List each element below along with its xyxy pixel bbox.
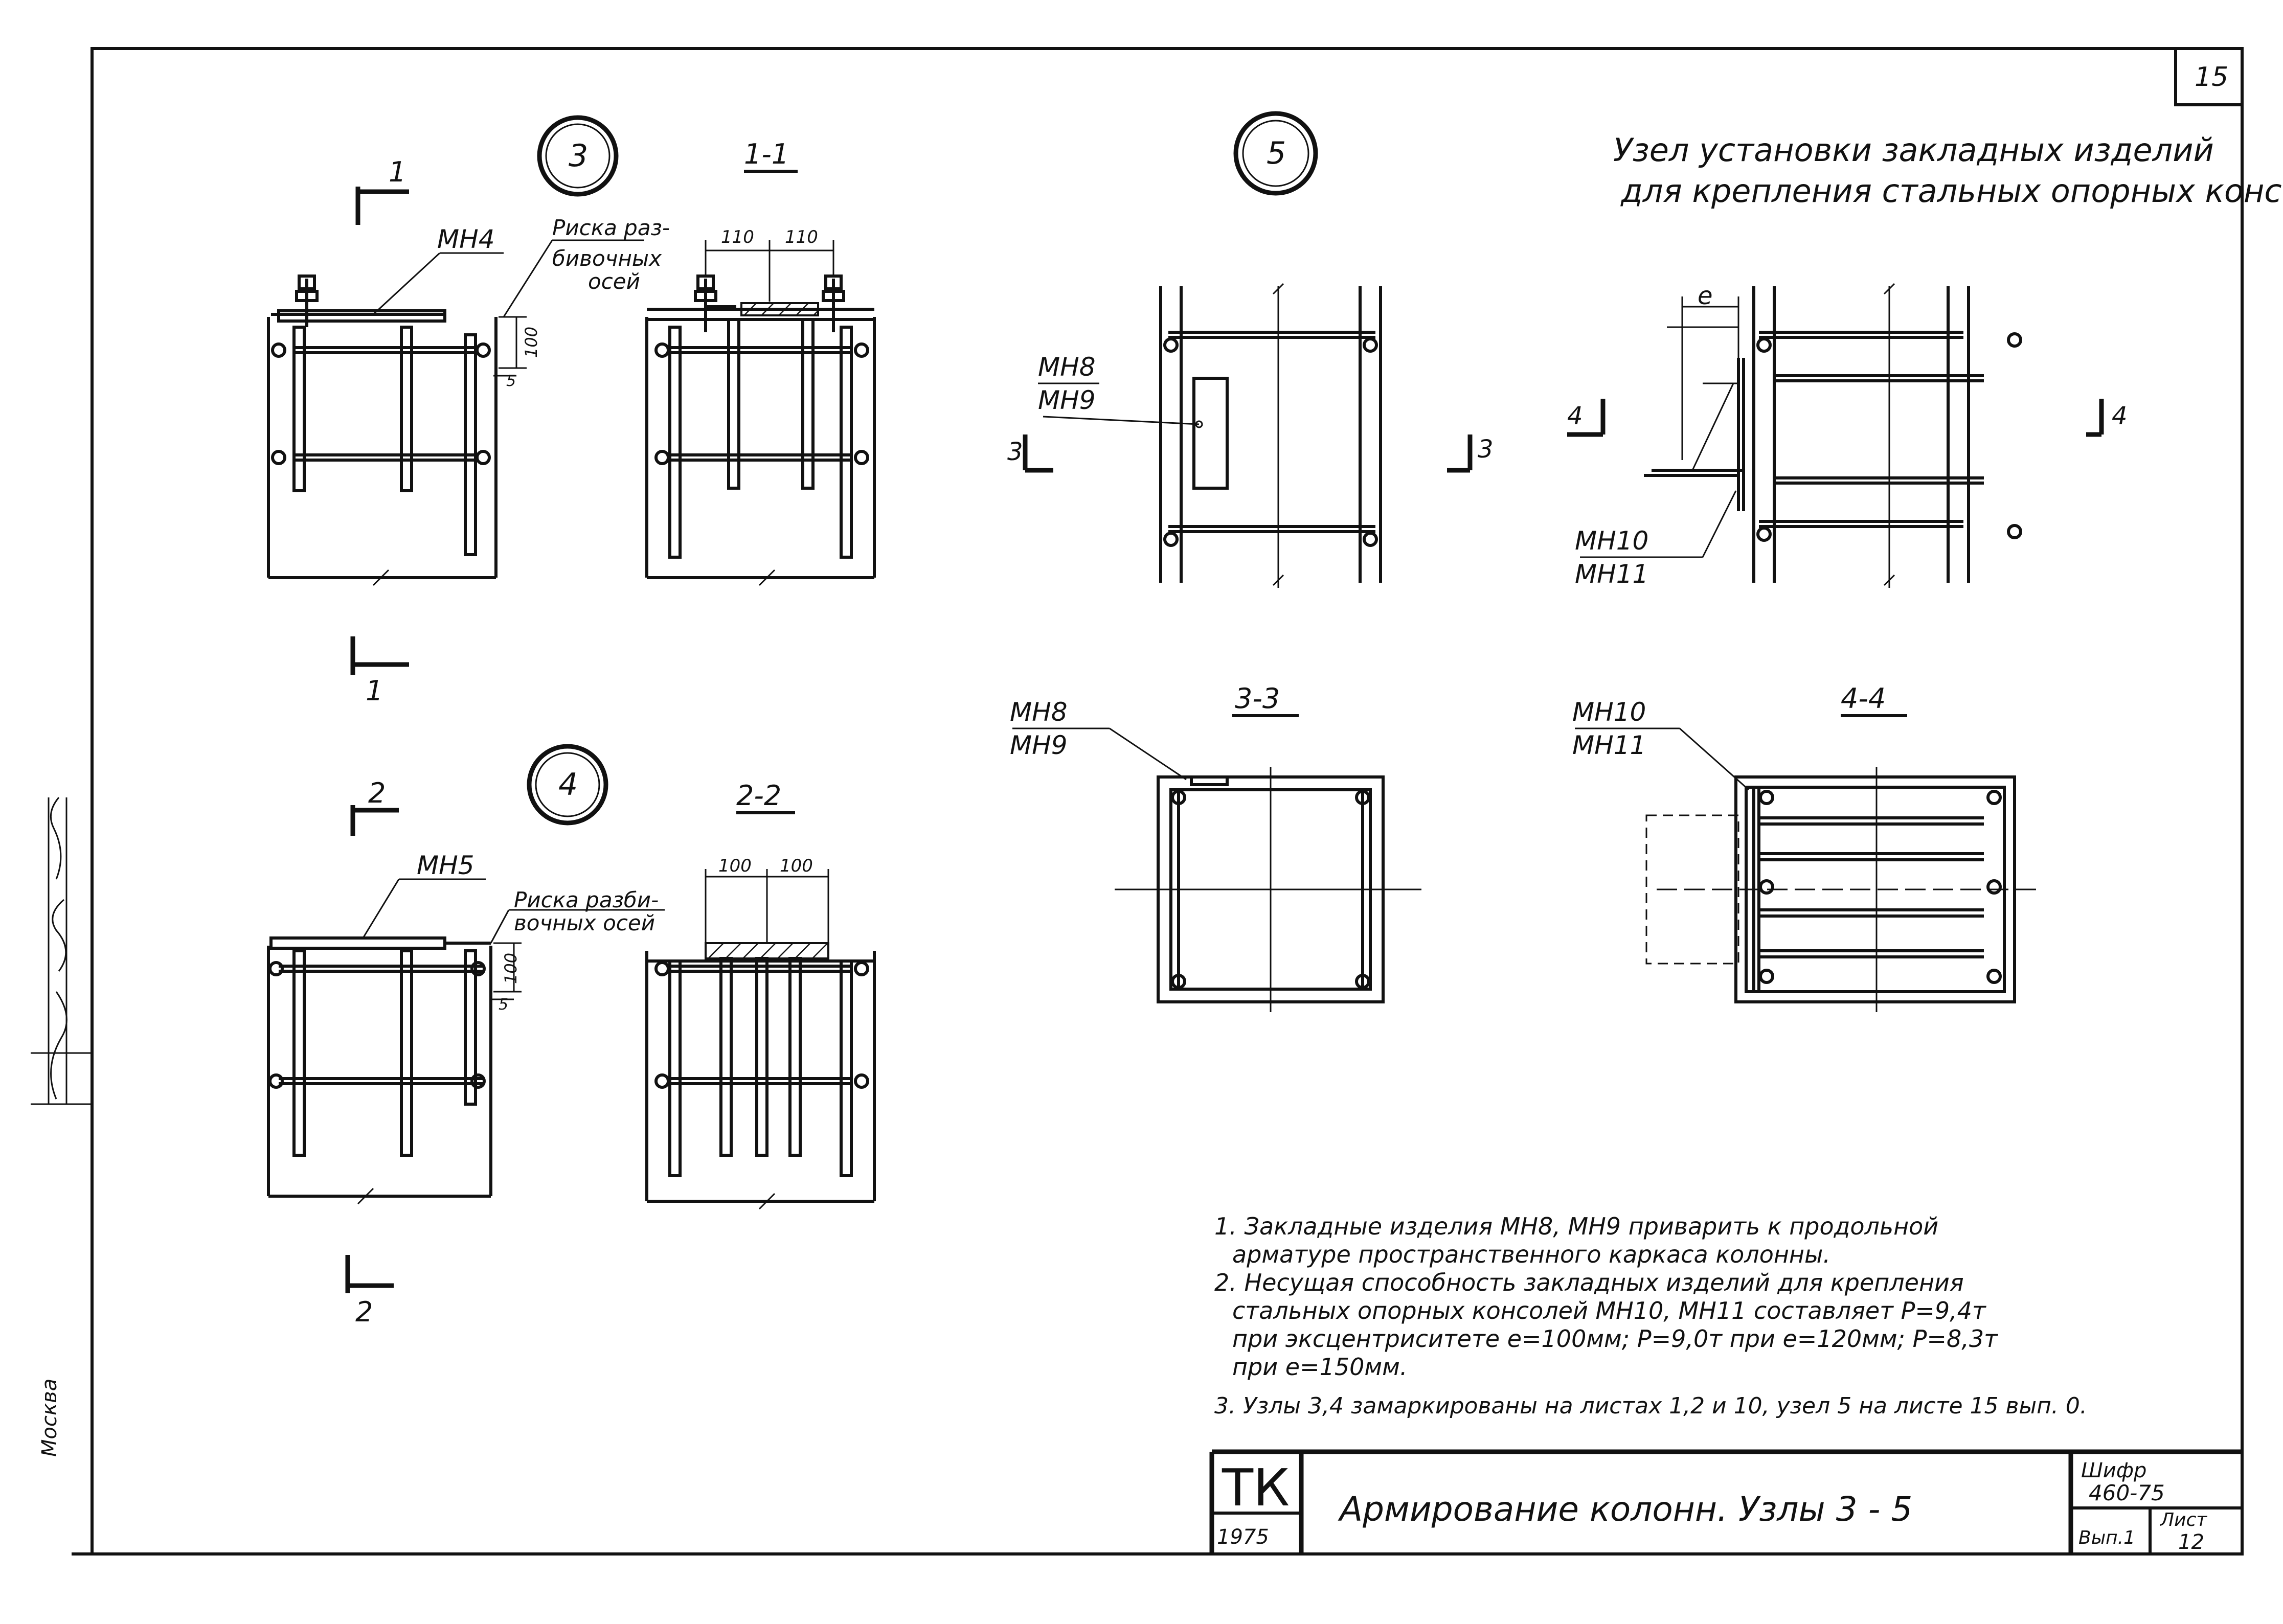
section-1-1-title: 1-1 xyxy=(744,138,789,170)
note-line-7: 3. Узлы 3,4 замаркированы на листах 1,2 … xyxy=(1214,1393,2087,1419)
node-5-mh11-label: МН11 xyxy=(1575,559,1648,589)
note-line-5: при эксцентриситете е=100мм; Р=9,0т при … xyxy=(1232,1325,1998,1353)
section-2-2-dim-a: 100 xyxy=(718,856,752,876)
cut-mark-2-top: 2 xyxy=(350,777,399,836)
node-4-dim-5: 5 xyxy=(499,996,508,1014)
section-1-1-dim-b: 110 xyxy=(785,227,818,247)
node-3-dim-5: 5 xyxy=(506,372,516,390)
node-5-mh9-label: МН9 xyxy=(1038,385,1096,415)
node-3-risk-1: Риска раз- xyxy=(552,215,670,240)
node-5-side-view: e МН10 МН11 4 4 xyxy=(1567,282,2128,589)
node-4-risk-2: вочных осей xyxy=(514,910,655,935)
note-line-6: при е=150мм. xyxy=(1232,1353,1407,1381)
section-4-4: 4-4 МН10 МН11 xyxy=(1572,682,2040,1012)
node-5-front-view: МН8 МН9 3 3 xyxy=(1007,283,1494,588)
node-3-plate-label: МН4 xyxy=(437,224,495,254)
margin-city: Москва xyxy=(38,1379,61,1457)
section-4-4-mh11: МН11 xyxy=(1572,730,1646,760)
node-3-dim-100: 100 xyxy=(522,327,541,358)
svg-text:1: 1 xyxy=(366,675,383,707)
node-5-mh8-label: МН8 xyxy=(1038,352,1096,382)
stamp-code-label: Шифр xyxy=(2081,1459,2146,1482)
stamp-title: Армирование колонн. Узлы 3 - 5 xyxy=(1338,1490,1912,1529)
section-3-3-mh9: МН9 xyxy=(1010,730,1068,760)
note-line-3: 2. Несущая способность закладных изделий… xyxy=(1214,1269,1964,1296)
svg-text:2: 2 xyxy=(355,1296,373,1328)
title-block: ТК 1975 Армирование колонн. Узлы 3 - 5 Ш… xyxy=(1209,1449,2242,1554)
node-4-marker: 4 xyxy=(527,744,608,826)
note-line-4: стальных опорных консолей МН10, МН11 сос… xyxy=(1232,1297,1986,1324)
svg-text:4: 4 xyxy=(1567,402,1583,430)
title-line-2: для крепления стальных опорных консолей xyxy=(1620,172,2283,210)
cut-mark-2-bottom: 2 xyxy=(345,1255,394,1328)
node-5-e-label: e xyxy=(1698,282,1713,310)
sheet-frame: 15 xyxy=(72,47,2244,1556)
stamp-code: 460-75 xyxy=(2089,1480,2165,1505)
section-3-3-title: 3-3 xyxy=(1235,682,1280,715)
notes-block: 1. Закладные изделия МН8, МН9 приварить … xyxy=(1214,1213,2087,1419)
section-1-1: 1-1 110 110 xyxy=(645,138,876,586)
node-5-marker: 5 xyxy=(1233,111,1318,196)
svg-text:5: 5 xyxy=(1267,135,1286,171)
cut-mark-1-bottom: 1 xyxy=(350,636,409,707)
stamp-year: 1975 xyxy=(1217,1525,1269,1549)
cut-mark-1-top: 1 xyxy=(355,156,409,225)
node-3-marker: 3 xyxy=(537,115,619,197)
svg-text:3: 3 xyxy=(1007,438,1023,466)
node-4-dim-100: 100 xyxy=(501,953,521,984)
drawing-title: Узел установки закладных изделий для кре… xyxy=(1613,131,2283,210)
section-3-3-mh8: МН8 xyxy=(1010,697,1068,727)
svg-text:3: 3 xyxy=(1478,435,1494,464)
svg-text:4: 4 xyxy=(558,767,578,803)
svg-text:3: 3 xyxy=(569,138,588,174)
node-4-plate-label: МН5 xyxy=(417,851,474,880)
svg-text:4: 4 xyxy=(2112,402,2128,430)
node-3-elevation: МН4 100 5 Риска раз- бивочных осей xyxy=(267,215,670,586)
note-line-1: 1. Закладные изделия МН8, МН9 приварить … xyxy=(1214,1213,1938,1240)
stamp-issue: Вып.1 xyxy=(2078,1527,2135,1548)
node-4-elevation: МН5 100 5 Риска разби- вочных осей xyxy=(267,851,665,1205)
svg-text:1: 1 xyxy=(389,156,406,188)
margin-signatures: Москва xyxy=(31,797,92,1457)
section-2-2-dim-b: 100 xyxy=(780,856,813,876)
note-line-2: арматуре пространственного каркаса колон… xyxy=(1232,1241,1830,1268)
stamp-sheet: 12 xyxy=(2178,1530,2204,1554)
section-2-2-title: 2-2 xyxy=(736,780,781,812)
section-4-4-title: 4-4 xyxy=(1841,682,1886,715)
node-4-risk-1: Риска разби- xyxy=(514,887,659,912)
svg-text:2: 2 xyxy=(368,777,386,809)
stamp-org: ТК xyxy=(1222,1458,1290,1518)
sheet-number: 15 xyxy=(2195,62,2228,93)
title-line-1: Узел установки закладных изделий xyxy=(1613,131,2214,169)
section-1-1-dim-a: 110 xyxy=(721,227,754,247)
node-3-risk-3: осей xyxy=(588,269,640,294)
section-2-2: 2-2 100 100 xyxy=(645,780,876,1210)
stamp-sheet-label: Лист xyxy=(2159,1509,2207,1530)
node-5-mh10-label: МН10 xyxy=(1575,526,1648,556)
section-3-3: 3-3 МН8 МН9 xyxy=(1010,682,1421,1012)
node-3-risk-2: бивочных xyxy=(552,246,662,271)
section-4-4-mh10: МН10 xyxy=(1572,697,1646,727)
